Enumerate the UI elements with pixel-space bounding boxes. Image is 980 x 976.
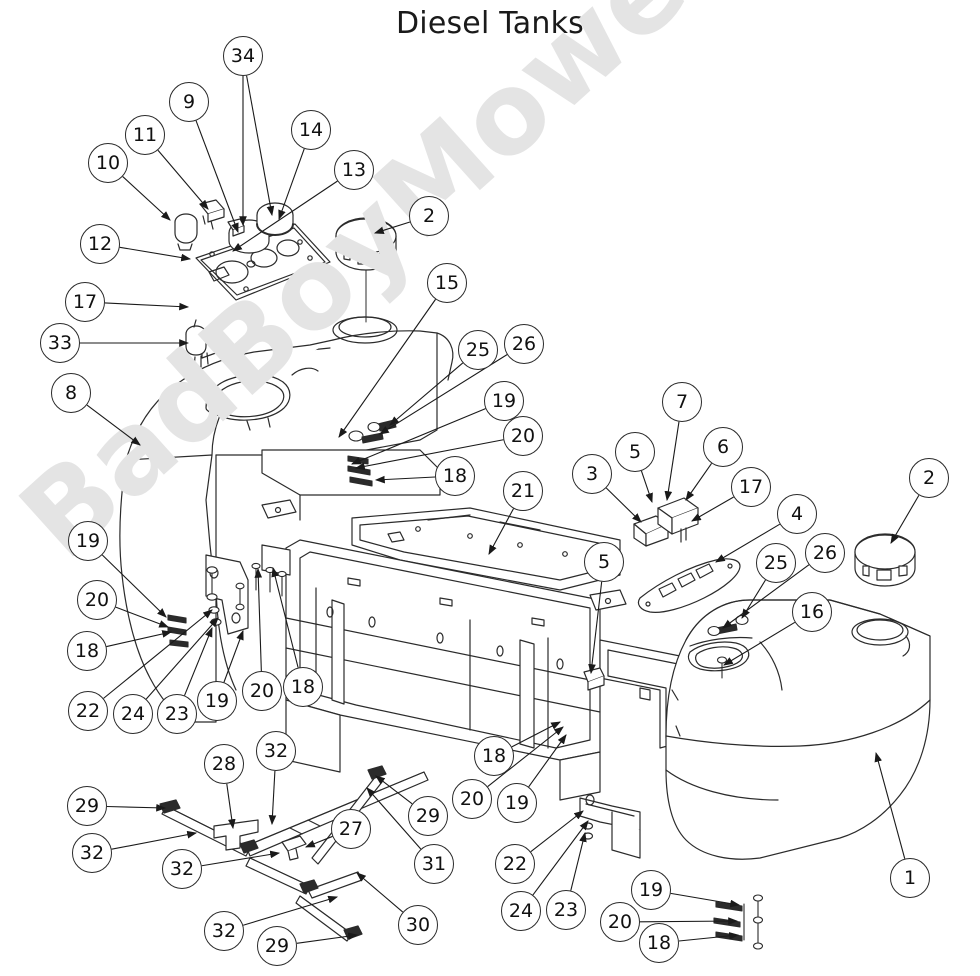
page-title: Diesel Tanks (395, 6, 584, 41)
callout-20[interactable]: 20 (503, 416, 543, 456)
callout-22[interactable]: 22 (68, 691, 108, 731)
callout-9[interactable]: 9 (169, 82, 209, 122)
callout-20[interactable]: 20 (77, 580, 117, 620)
callout-33[interactable]: 33 (40, 323, 80, 363)
callout-10[interactable]: 10 (88, 143, 128, 183)
callout-29[interactable]: 29 (67, 786, 107, 826)
relay-part (185, 319, 225, 369)
callout-24[interactable]: 24 (501, 891, 541, 931)
callout-32[interactable]: 32 (72, 833, 112, 873)
switch-block-group (583, 497, 699, 691)
right-lower-bracket (579, 794, 641, 859)
callout-23[interactable]: 23 (546, 890, 586, 930)
callout-26[interactable]: 26 (805, 533, 845, 573)
callout-19[interactable]: 19 (631, 870, 671, 910)
callout-6[interactable]: 6 (703, 427, 743, 467)
callout-23[interactable]: 23 (157, 694, 197, 734)
callout-32[interactable]: 32 (204, 911, 244, 951)
callout-7[interactable]: 7 (662, 382, 702, 422)
callout-5[interactable]: 5 (615, 432, 655, 472)
callout-34[interactable]: 34 (223, 36, 263, 76)
callout-14[interactable]: 14 (291, 110, 331, 150)
callout-27[interactable]: 27 (331, 809, 371, 849)
callout-12[interactable]: 12 (80, 224, 120, 264)
callout-19[interactable]: 19 (497, 783, 537, 823)
callout-31[interactable]: 31 (414, 844, 454, 884)
callout-30[interactable]: 30 (398, 905, 438, 945)
callout-25[interactable]: 25 (756, 543, 796, 583)
callout-22[interactable]: 22 (495, 844, 535, 884)
fuel-cap-right (854, 533, 916, 587)
callout-18[interactable]: 18 (67, 631, 107, 671)
callout-20[interactable]: 20 (452, 779, 492, 819)
callout-19[interactable]: 19 (68, 521, 108, 561)
callout-17[interactable]: 17 (65, 282, 105, 322)
callout-1[interactable]: 1 (890, 858, 930, 898)
callout-2[interactable]: 2 (409, 196, 449, 236)
callout-24[interactable]: 24 (113, 694, 153, 734)
callout-15[interactable]: 15 (427, 263, 467, 303)
callout-18[interactable]: 18 (435, 456, 475, 496)
callout-32[interactable]: 32 (162, 849, 202, 889)
callout-18[interactable]: 18 (283, 667, 323, 707)
callout-8[interactable]: 8 (51, 373, 91, 413)
callout-32[interactable]: 32 (256, 731, 296, 771)
callout-13[interactable]: 13 (334, 150, 374, 190)
callout-20[interactable]: 20 (600, 902, 640, 942)
callout-18[interactable]: 18 (474, 736, 514, 776)
callout-5[interactable]: 5 (584, 542, 624, 582)
callout-28[interactable]: 28 (204, 744, 244, 784)
callout-11[interactable]: 11 (125, 115, 165, 155)
callout-2[interactable]: 2 (909, 458, 949, 498)
callout-25[interactable]: 25 (458, 330, 498, 370)
callout-29[interactable]: 29 (408, 796, 448, 836)
callout-29[interactable]: 29 (257, 926, 297, 966)
callout-4[interactable]: 4 (777, 494, 817, 534)
callout-17[interactable]: 17 (731, 467, 771, 507)
callout-19[interactable]: 19 (197, 681, 237, 721)
callout-18[interactable]: 18 (639, 923, 679, 963)
callout-19[interactable]: 19 (484, 381, 524, 421)
callout-3[interactable]: 3 (572, 454, 612, 494)
callout-20[interactable]: 20 (242, 671, 282, 711)
callout-26[interactable]: 26 (504, 324, 544, 364)
callout-21[interactable]: 21 (503, 471, 543, 511)
callout-16[interactable]: 16 (792, 592, 832, 632)
